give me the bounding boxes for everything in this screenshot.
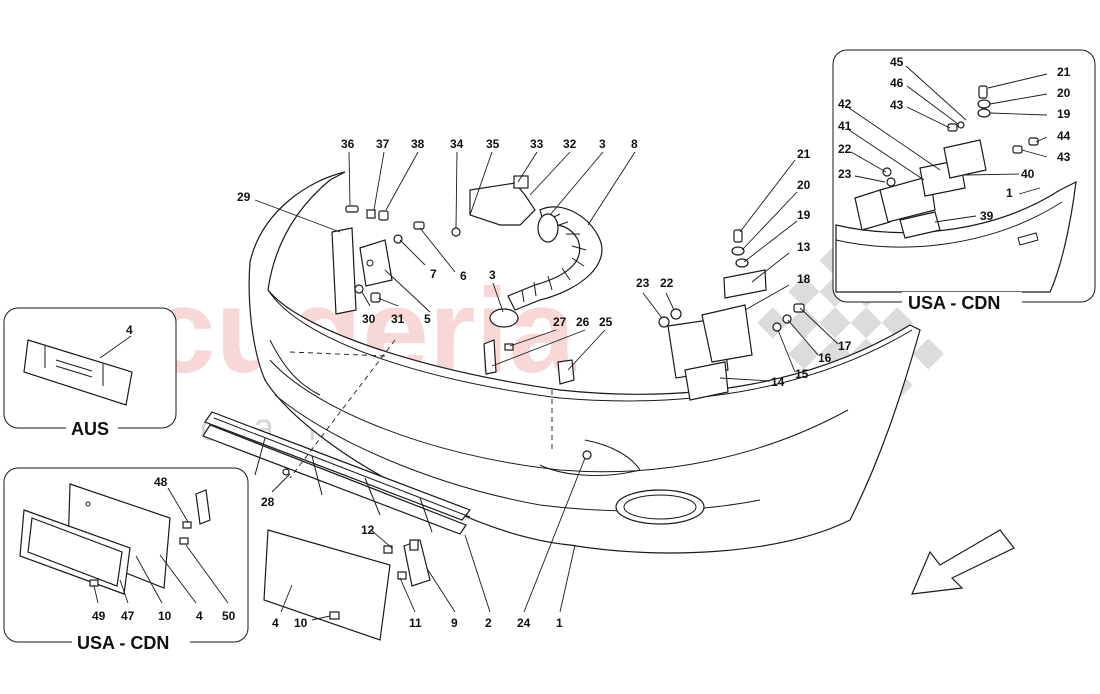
left-callout-49: 49 <box>92 609 106 623</box>
right-callout-19: 19 <box>1057 107 1071 121</box>
bumper-cover <box>248 171 921 554</box>
callout-3-hose: 3 <box>489 268 496 282</box>
license-plate-middle <box>263 450 592 641</box>
callout-2: 2 <box>485 616 492 630</box>
right-callout-23: 23 <box>838 167 852 181</box>
callout-28: 28 <box>261 495 275 509</box>
callout-10-middle: 10 <box>294 616 308 630</box>
alignment-lines <box>289 339 553 479</box>
callout-24: 24 <box>517 616 531 630</box>
callout-27: 27 <box>553 315 567 329</box>
leader-lines <box>254 151 839 621</box>
callout-37: 37 <box>376 137 390 151</box>
inset-usa-cdn-left-label: USA - CDN <box>77 633 169 653</box>
callout-20: 20 <box>797 178 811 192</box>
callout-11: 11 <box>409 616 422 630</box>
callout-38: 38 <box>411 137 425 151</box>
callout-23: 23 <box>636 276 650 290</box>
clips <box>483 339 575 385</box>
right-callout-44: 44 <box>1057 129 1071 143</box>
callout-16: 16 <box>818 351 832 365</box>
inset-usa-cdn-left: 48 49 47 10 4 50 USA - CDN <box>3 467 249 653</box>
left-callout-4: 4 <box>196 609 203 623</box>
callout-22: 22 <box>660 276 674 290</box>
aus-callout-4: 4 <box>126 323 133 337</box>
callout-21: 21 <box>797 147 811 161</box>
callout-26: 26 <box>576 315 590 329</box>
callout-36: 36 <box>341 137 355 151</box>
left-callout-48: 48 <box>154 475 168 489</box>
callout-9: 9 <box>451 616 458 630</box>
callout-33: 33 <box>530 137 544 151</box>
left-callout-10: 10 <box>158 609 172 623</box>
right-callout-42: 42 <box>838 97 852 111</box>
callout-5: 5 <box>424 312 431 326</box>
right-callout-46: 46 <box>890 76 904 90</box>
right-callout-39: 39 <box>980 209 994 223</box>
inset-usa-cdn-right-label: USA - CDN <box>908 293 1000 313</box>
inset-aus: 4 AUS <box>3 307 177 439</box>
direction-arrow <box>911 529 1015 595</box>
right-callout-20: 20 <box>1057 86 1071 100</box>
callout-29: 29 <box>237 190 251 204</box>
callout-3-top: 3 <box>599 137 606 151</box>
right-callout-43-right: 43 <box>1057 150 1071 164</box>
callout-19: 19 <box>797 208 811 222</box>
right-callout-45: 45 <box>890 55 904 69</box>
right-callout-22: 22 <box>838 142 852 156</box>
right-mount-brackets <box>658 229 805 401</box>
left-callout-47: 47 <box>121 609 135 623</box>
callout-15: 15 <box>795 367 809 381</box>
callout-18: 18 <box>797 272 811 286</box>
right-callout-1: 1 <box>1006 186 1013 200</box>
callout-35: 35 <box>486 137 500 151</box>
left-mount-brackets <box>331 205 425 315</box>
callout-6: 6 <box>460 269 467 283</box>
right-callout-41: 41 <box>838 119 852 133</box>
callout-7: 7 <box>430 267 437 281</box>
callout-34: 34 <box>450 137 464 151</box>
right-callout-43-top: 43 <box>890 98 904 112</box>
callout-14: 14 <box>771 375 785 389</box>
callout-30: 30 <box>362 312 376 326</box>
callout-8: 8 <box>631 137 638 151</box>
callout-13: 13 <box>797 240 811 254</box>
callout-4-middle: 4 <box>272 616 279 630</box>
callout-1: 1 <box>556 616 563 630</box>
right-callout-21: 21 <box>1057 65 1071 79</box>
callout-25: 25 <box>599 315 613 329</box>
callout-numbers: 36 37 38 34 35 33 32 3 8 29 7 6 3 30 31 … <box>237 137 852 630</box>
inset-aus-label: AUS <box>71 419 109 439</box>
right-callout-40: 40 <box>1021 167 1035 181</box>
inset-usa-cdn-right: 45 46 43 42 41 22 23 21 20 19 44 43 40 1… <box>832 49 1096 313</box>
air-duct-hose <box>451 175 603 328</box>
callout-17: 17 <box>838 339 852 353</box>
left-callout-50: 50 <box>222 609 236 623</box>
callout-31: 31 <box>391 312 405 326</box>
callout-32: 32 <box>563 137 577 151</box>
fog-light-opening <box>615 489 705 525</box>
callout-12: 12 <box>361 523 375 537</box>
lower-grille <box>202 411 471 535</box>
